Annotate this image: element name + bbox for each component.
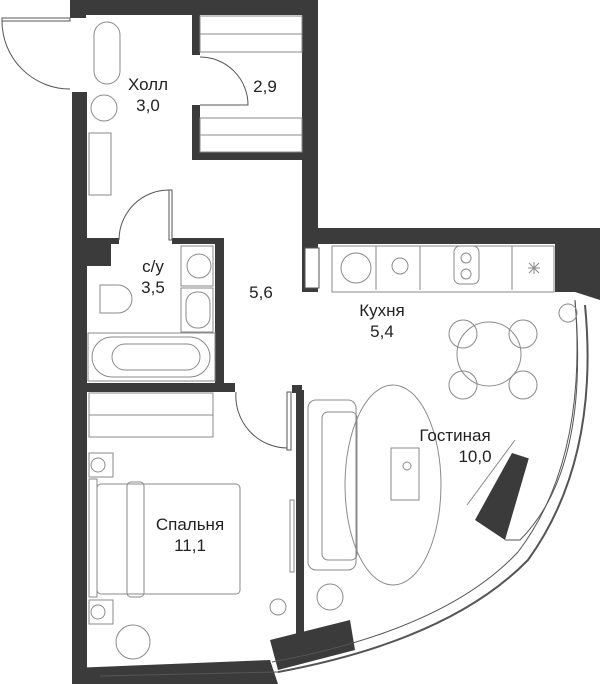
- room-area: 10,0: [458, 447, 492, 466]
- room-corridor: 5,6: [236, 282, 286, 303]
- room-bathroom: с/у 3,5: [128, 256, 178, 298]
- room-name: Кухня: [359, 301, 405, 320]
- doors: [1, 17, 292, 451]
- room-area: 3,5: [141, 278, 165, 297]
- kitchen-furniture: [331, 245, 555, 400]
- room-area: 5,6: [249, 283, 273, 302]
- room-bedroom: Спальня 11,1: [140, 514, 240, 556]
- room-wardrobe: 2,9: [240, 76, 290, 97]
- room-area: 2,9: [253, 77, 277, 96]
- room-name: Холл: [127, 75, 169, 94]
- room-name: Спальня: [155, 515, 225, 534]
- room-name: с/у: [142, 257, 164, 276]
- living-furniture: [307, 303, 578, 611]
- wardrobe-rails: [199, 15, 303, 153]
- room-kitchen: Кухня 5,4: [342, 300, 422, 342]
- bathroom-fixtures: [87, 245, 216, 382]
- hall-furniture: [88, 15, 303, 196]
- curved-window: [277, 304, 589, 673]
- room-area: 3,0: [136, 96, 160, 115]
- room-name: Гостиная: [419, 426, 491, 445]
- bedroom-furniture: [88, 392, 295, 660]
- room-area: 5,4: [370, 322, 394, 341]
- walls: [70, 0, 600, 684]
- room-hall: Холл 3,0: [118, 74, 178, 116]
- room-living: Гостиная 10,0: [400, 425, 510, 467]
- room-area: 11,1: [174, 536, 206, 555]
